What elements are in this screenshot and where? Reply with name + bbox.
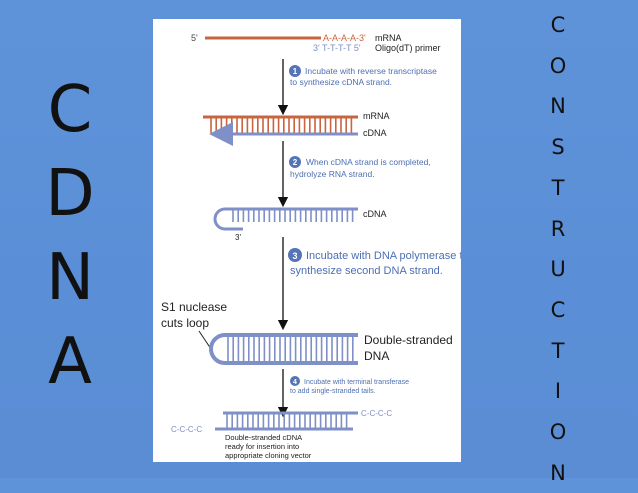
s1-nuclease-line2: cuts loop — [161, 316, 209, 330]
final-rungs — [226, 414, 348, 428]
final-text-line3: appropriate cloning vector — [225, 451, 312, 460]
cdna-diagram: 5' A-A-A-A-3' mRNA 3' T-T-T-T 5' Oligo(d… — [161, 33, 461, 460]
left-title-cdna: C D N A — [30, 68, 110, 404]
step1-number: 1 — [293, 67, 298, 76]
s1-pointer-line — [198, 330, 212, 350]
ds-rungs — [227, 337, 354, 361]
step2-number: 2 — [293, 158, 298, 167]
right-letter: T — [551, 175, 565, 200]
left-letter: D — [45, 157, 95, 231]
step3-text-line1: Incubate with DNA polymerase to — [306, 250, 461, 262]
right-letter: R — [550, 216, 566, 241]
ds-dna-line1: Double-stranded — [364, 333, 453, 347]
right-letter: O — [549, 420, 567, 445]
primer-sequence: 3' T-T-T-T 5' — [313, 43, 361, 53]
hybrid-cdna-label: cDNA — [363, 128, 387, 138]
right-letter: N — [550, 94, 566, 119]
ds-dna-hairpin — [209, 333, 358, 365]
tail-right: C-C-C-C — [361, 409, 392, 418]
right-letter: T — [551, 338, 565, 363]
step3-number: 3 — [292, 251, 297, 261]
step4-number: 4 — [293, 379, 297, 386]
hybrid-mrna-label: mRNA — [363, 111, 390, 121]
right-letter: S — [551, 135, 565, 160]
hairpin-three-prime: 3' — [235, 233, 241, 242]
step4-circle — [290, 376, 300, 386]
right-letter: C — [550, 297, 566, 322]
ds-dna-line2: DNA — [364, 349, 389, 363]
s1-nuclease-line1: S1 nuclease — [161, 300, 227, 314]
left-letter: N — [46, 241, 94, 315]
right-letter: O — [549, 53, 567, 78]
step2-circle — [289, 156, 301, 168]
right-letter: U — [550, 257, 566, 282]
step1-text-line1: Incubate with reverse transcriptase — [305, 66, 437, 76]
final-text-line1: Double-stranded cDNA — [225, 433, 302, 442]
hybrid-rungs — [210, 118, 353, 133]
right-letter: I — [554, 379, 562, 404]
step4-text-line2: to add single-stranded tails. — [290, 388, 376, 395]
right-title-construction: C O N S T R U C T I O N — [538, 5, 578, 493]
left-letter: C — [47, 73, 93, 147]
primer-label: Oligo(dT) primer — [375, 43, 441, 53]
final-text-line2: ready for insertion into — [225, 442, 299, 451]
mrna-label-top: mRNA — [375, 33, 402, 43]
hairpin-cdna-strand — [213, 207, 358, 231]
step4-text-line1: Incubate with terminal transferase — [304, 379, 409, 386]
poly-a-tail: A-A-A-A-3' — [323, 33, 366, 43]
right-letter: C — [550, 13, 566, 37]
five-prime-label: 5' — [191, 33, 198, 43]
step1-text-line2: to synthesize cDNA strand. — [290, 77, 392, 87]
left-letter: A — [48, 325, 92, 399]
hairpin-rungs — [232, 210, 354, 222]
step2-text-line2: hydrolyze RNA strand. — [290, 169, 375, 179]
hairpin-cdna-label: cDNA — [363, 209, 387, 219]
step3-text-line2: synthesize second DNA strand. — [290, 265, 443, 277]
diagram-panel: 5' A-A-A-A-3' mRNA 3' T-T-T-T 5' Oligo(d… — [153, 19, 461, 462]
right-letter: N — [550, 460, 566, 485]
step2-text-line1: When cDNA strand is completed, — [306, 157, 431, 167]
tail-left: C-C-C-C — [171, 425, 202, 434]
step3-circle — [288, 248, 302, 262]
step1-circle — [289, 65, 301, 77]
